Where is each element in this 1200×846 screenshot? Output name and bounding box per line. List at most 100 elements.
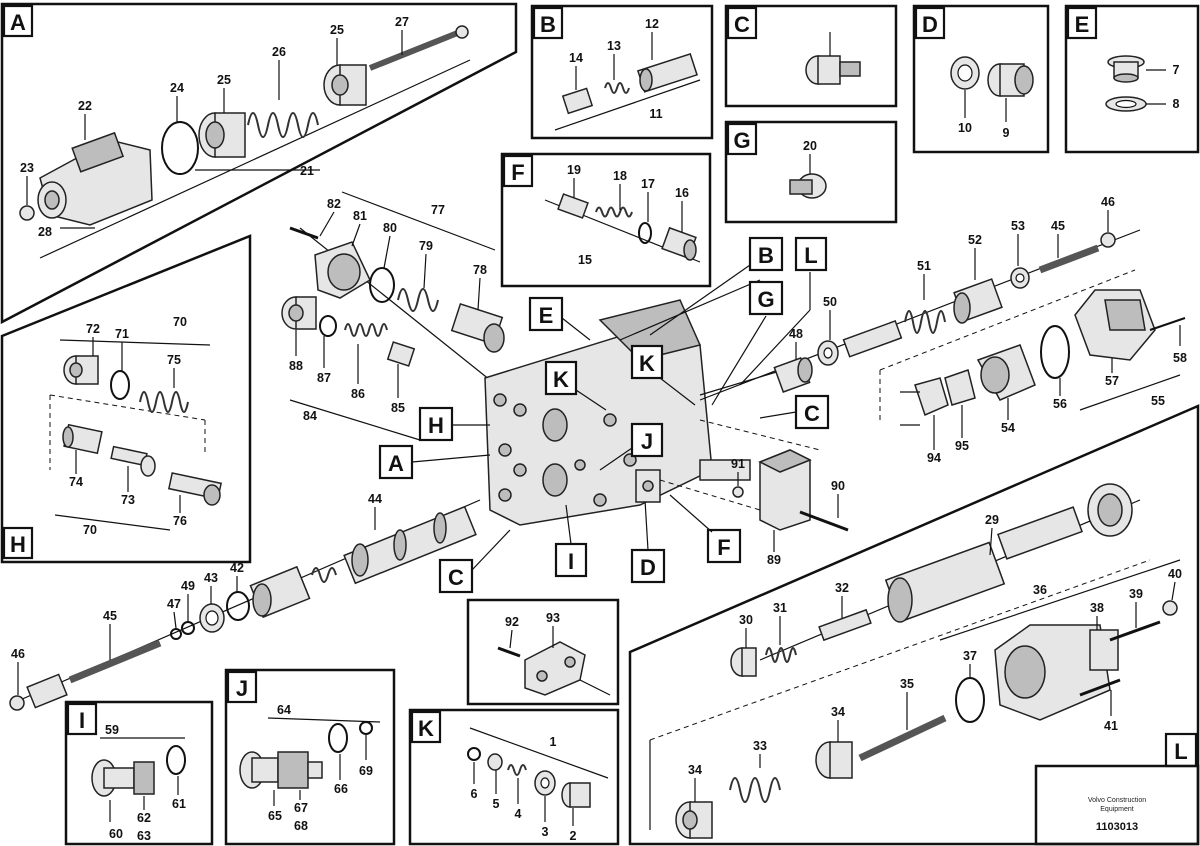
part-45-rod-lower [68, 639, 162, 684]
panel-e: E 7 8 [1064, 4, 1200, 154]
part-61-oring [166, 745, 186, 775]
callout-d: D [630, 499, 666, 584]
part-40-nut [1162, 600, 1178, 616]
callout-k-1: K [630, 344, 696, 406]
part-23-nut [19, 205, 35, 221]
part-67-spool [277, 751, 323, 789]
part-26-spring [247, 112, 319, 138]
section-letter-label: K [639, 351, 655, 376]
stamp-line-2: Equipment [1100, 806, 1134, 813]
part-66-oring [328, 723, 348, 753]
part-81-flange [314, 241, 371, 299]
part-number-label: 27 [395, 15, 409, 29]
part-57-bell-housing [1074, 289, 1156, 361]
panel-l: L [628, 404, 1200, 846]
part-number-label: 34 [688, 763, 702, 777]
part-74-plunger [62, 423, 103, 455]
panel-i: I 59 60 62 63 61 [64, 700, 214, 846]
part-14-plunger [561, 87, 594, 115]
panel-c: C [724, 4, 898, 108]
panel-h: H 70 72 71 75 74 7 [0, 234, 252, 564]
section-letter-label: H [428, 413, 444, 438]
part-number-label: 44 [368, 492, 382, 506]
part-93-flange [524, 641, 586, 696]
part-number-label: 70 [83, 523, 97, 537]
part-71-oring [110, 370, 130, 400]
part-number-label: 43 [204, 571, 218, 585]
part-number-label: 77 [431, 203, 445, 217]
part-number-label: 29 [985, 513, 999, 527]
part-5-seat [487, 753, 503, 771]
part-number-label: 45 [1051, 219, 1065, 233]
callout-f: F [669, 494, 742, 564]
part-34-seat-lower [675, 801, 713, 839]
part-54-cover [976, 344, 1036, 401]
part-number-label: 18 [613, 169, 627, 183]
part-19-plunger [557, 193, 589, 219]
part-number-label: 41 [1104, 719, 1118, 733]
part-72-cap [63, 355, 99, 385]
part-number-label: 25 [330, 23, 344, 37]
panel-a-label: A [10, 10, 26, 35]
callout-c-1: C [759, 394, 830, 430]
part-65-cap [239, 751, 279, 789]
part-number-label: 79 [419, 239, 433, 253]
section-letter-label: I [79, 708, 85, 733]
part-number-label: 80 [383, 221, 397, 235]
callout-b: B [649, 236, 784, 336]
spring-lower [311, 567, 337, 583]
body-bracket [635, 469, 661, 503]
part-29-spool [884, 483, 1133, 623]
part-number-label: 49 [181, 579, 195, 593]
part-27-rod [368, 25, 469, 71]
part-51-spring [904, 310, 946, 334]
part-18-spring [595, 206, 633, 218]
part-46-nut [1100, 232, 1116, 248]
section-letter-label: F [511, 160, 524, 185]
part-42-oring [226, 591, 250, 621]
panel-g: G 20 [724, 120, 898, 224]
part-number-label: 78 [473, 263, 487, 277]
part-number-label: 57 [1105, 374, 1119, 388]
callout-k-2: K [544, 360, 607, 411]
part-number-label: 74 [69, 475, 83, 489]
part-number-label: 46 [1101, 195, 1115, 209]
part-34-seat-upper [815, 741, 853, 779]
part-number-label: 8 [1173, 97, 1180, 111]
section-letter-label: E [1075, 12, 1090, 37]
callout-i: I [554, 504, 588, 578]
part-87-oring [319, 315, 337, 337]
inset-92-93: 92 93 [466, 598, 620, 706]
callout-g: G [711, 280, 784, 406]
part-number-label: 85 [391, 401, 405, 415]
part-number-label: 56 [1053, 397, 1067, 411]
part-number-label: 9 [1003, 126, 1010, 140]
part-46-nut-lower [9, 695, 25, 711]
part-4-spring [507, 764, 527, 776]
part-number-label: 48 [789, 327, 803, 341]
part-86-spring [344, 323, 388, 337]
part-number-label: 72 [86, 322, 100, 336]
part-number-label: 12 [645, 17, 659, 31]
part-number-label: 4 [515, 807, 522, 821]
part-number-label: 89 [767, 553, 781, 567]
part-number-label: 55 [1151, 394, 1165, 408]
part-38-housing [994, 624, 1119, 721]
part-number-label: 13 [607, 39, 621, 53]
part-number-label: 75 [167, 353, 181, 367]
part-number-label: 35 [900, 677, 914, 691]
part-79-spring [397, 288, 439, 312]
panel-b: B 14 13 12 11 [530, 4, 714, 140]
part-22-housing [37, 131, 153, 226]
part-number-label: 95 [955, 439, 969, 453]
part-number-label: 6 [471, 787, 478, 801]
part-2-plug [561, 782, 591, 808]
part-12-spool [636, 52, 698, 93]
publisher-stamp: Volvo Construction Equipment 1103013 [1034, 764, 1200, 846]
part-number-label: 28 [38, 225, 52, 239]
part-number-label: 87 [317, 371, 331, 385]
part-91-oring [732, 486, 744, 498]
part-number-label: 65 [268, 809, 282, 823]
part-62-spring-seat [133, 761, 155, 795]
section-letter-label: F [717, 535, 730, 560]
